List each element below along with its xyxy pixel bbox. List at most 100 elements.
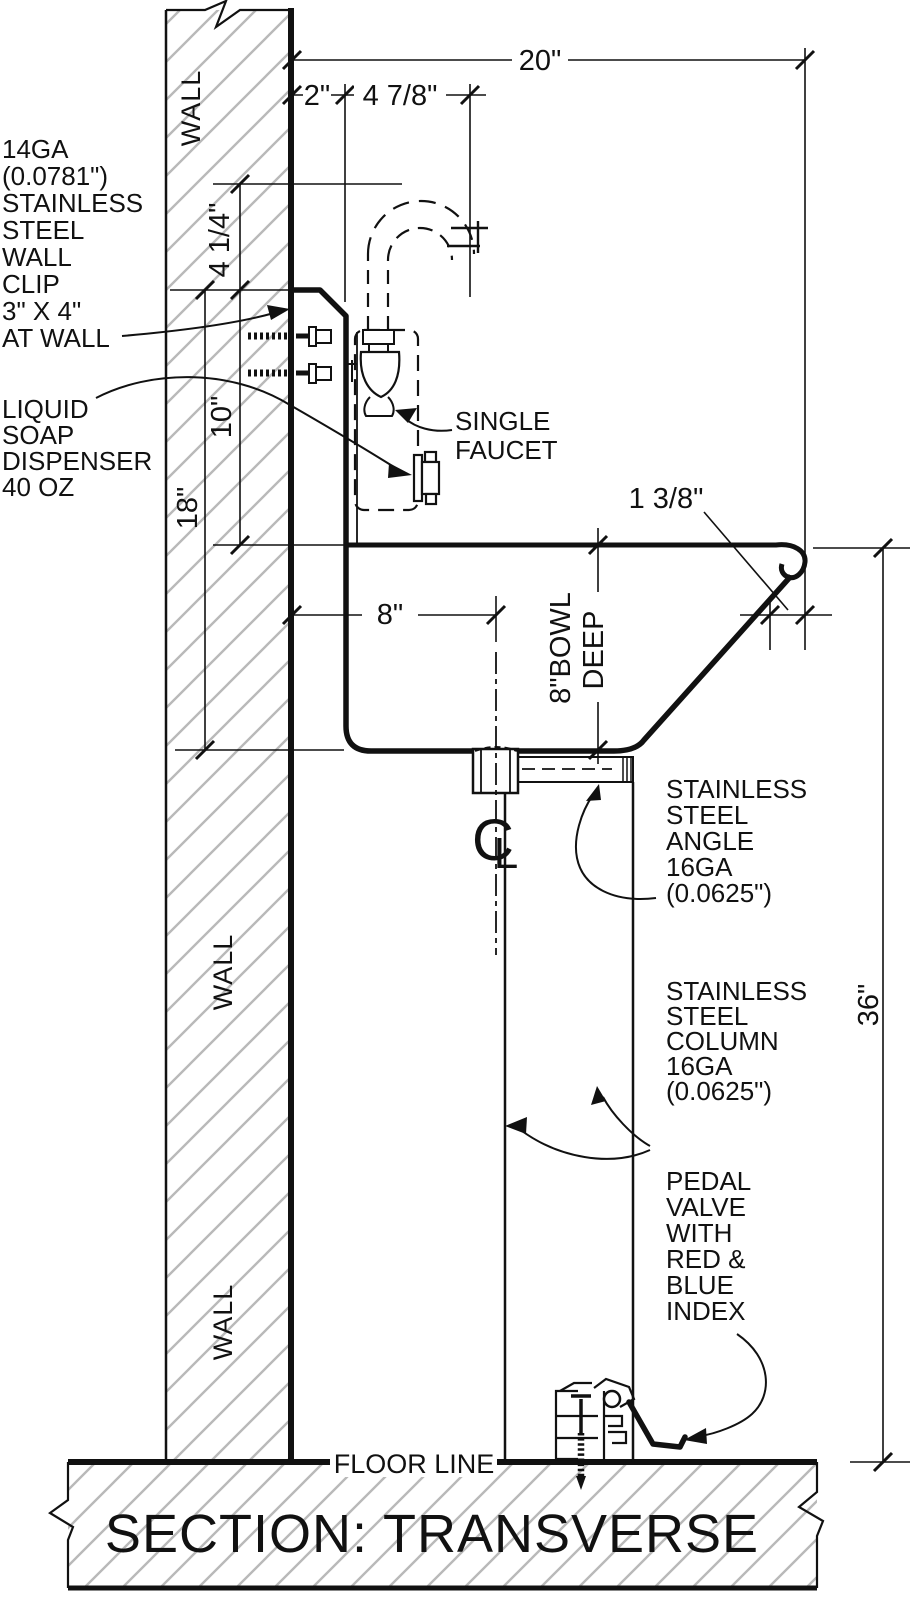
note-column-line2: STEEL — [666, 1001, 748, 1031]
note-faucet-line1: SINGLE — [455, 406, 550, 436]
note-angle-line5: (0.0625") — [666, 878, 772, 908]
dim-faucet-projection: 4 7/8" — [363, 80, 438, 112]
rim-rolled-edge — [346, 542, 808, 581]
screw-head-lower — [315, 366, 332, 381]
note-pedal-line1: PEDAL — [666, 1166, 751, 1196]
rim-roll-leader — [703, 511, 789, 611]
dimension-lines: 20" 2" 4 7/8" 4 1/4" 10" 18" 8" 8"BOWL D… — [170, 45, 910, 1473]
wall-clip-arrow — [267, 305, 290, 320]
soap-arrow — [388, 463, 412, 478]
angle-arrow — [586, 784, 601, 801]
note-wall-clip-line8: AT WALL — [2, 323, 110, 353]
dim-drain-setback: 8" — [377, 599, 403, 631]
pedal-leader — [699, 1333, 767, 1437]
wall-clip-leader — [121, 312, 275, 337]
dim-rim-roll: 1 3/8" — [629, 483, 704, 515]
faucet-envelope — [353, 328, 420, 512]
note-faucet: SINGLE FAUCET — [455, 406, 558, 465]
soap-dispenser-valve — [412, 450, 441, 506]
soap-leader — [95, 376, 395, 468]
dim-bowl-depth-1: 8"BOWL — [545, 592, 577, 704]
floor-section — [48, 1459, 825, 1591]
note-wall-clip-line4: STEEL — [2, 215, 84, 245]
note-column-line3: COLUMN — [666, 1026, 779, 1056]
faucet-shank-upper — [362, 329, 395, 345]
leader-lines — [95, 305, 767, 1444]
dim-overall-width: 20" — [519, 45, 562, 77]
faucet-base — [363, 396, 395, 417]
note-angle-line2: STEEL — [666, 800, 748, 830]
valve-pivot — [602, 1389, 622, 1409]
note-column-line5: (0.0625") — [666, 1076, 772, 1106]
note-soap-line4: 40 OZ — [2, 472, 74, 502]
wall-section — [164, 0, 294, 1462]
note-angle-line1: STAINLESS — [666, 774, 807, 804]
bowl-outline — [291, 287, 794, 754]
dim-text-mask-478 — [354, 82, 446, 108]
drawing-title: SECTION: TRANSVERSE — [105, 1504, 759, 1564]
note-pedal-line4: RED & — [666, 1244, 745, 1274]
dim-bowl-depth-2: DEEP — [578, 611, 610, 690]
note-angle: STAINLESS STEEL ANGLE 16GA (0.0625") — [666, 774, 807, 908]
note-wall-clip-line5: WALL — [2, 242, 72, 272]
note-angle-line4: 16GA — [666, 852, 733, 882]
note-wall-clip-line7: 3" X 4" — [2, 296, 81, 326]
centerline: C L — [472, 596, 518, 955]
soap-valve-body — [420, 460, 441, 496]
note-wall-clip-line2: (0.0781") — [2, 161, 108, 191]
note-pedal-valve: PEDAL VALVE WITH RED & BLUE INDEX — [666, 1166, 751, 1326]
centerline-symbol-l: L — [494, 829, 518, 878]
note-soap-line3: DISPENSER — [2, 446, 152, 476]
dim-clip-to-bowl-bottom: 18" — [172, 487, 204, 530]
faucet-arrow — [395, 408, 417, 423]
valve-bracket — [554, 1389, 578, 1461]
note-soap-dispenser: LIQUID SOAP DISPENSER 40 OZ — [2, 394, 152, 502]
dim-clip-to-rim: 10" — [206, 396, 238, 439]
note-wall-clip-line1: 14GA — [2, 134, 69, 164]
faucet-body — [359, 350, 401, 399]
screw-head-upper — [315, 329, 332, 344]
note-pedal-line5: BLUE — [666, 1270, 734, 1300]
centerline-symbol-c: C — [472, 808, 514, 873]
note-pedal-line3: WITH — [666, 1218, 732, 1248]
gooseneck-outer-arc — [366, 199, 476, 255]
note-wall-clip-line6: CLIP — [2, 269, 60, 299]
note-pedal-line6: INDEX — [666, 1296, 745, 1326]
wall-label-top: WALL — [176, 70, 206, 147]
note-column-line4: 16GA — [666, 1051, 733, 1081]
wall-clip-screws — [248, 326, 332, 384]
anchor-screw-tip — [576, 1476, 586, 1490]
screw-washer-upper — [308, 326, 317, 347]
floor-line-label: FLOOR LINE — [334, 1449, 495, 1479]
dim-clip-setback: 2" — [304, 80, 330, 112]
dim-rim-height: 36" — [853, 984, 885, 1027]
wall-label-bottom: WALL — [208, 1284, 238, 1361]
pedal-arrow — [684, 1428, 707, 1444]
note-pedal-line2: VALVE — [666, 1192, 746, 1222]
pedal-valve — [554, 1377, 688, 1490]
note-soap-line2: SOAP — [2, 420, 74, 450]
note-wall-clip-line3: STAINLESS — [2, 188, 143, 218]
faucet — [347, 199, 488, 512]
wall-label-middle: WALL — [208, 934, 238, 1011]
dim-clip-height: 4 1/4" — [204, 203, 236, 278]
floor-hatch — [68, 1462, 817, 1588]
note-column-line1: STAINLESS — [666, 976, 807, 1006]
soap-valve-plate — [412, 453, 424, 503]
note-soap-line1: LIQUID — [2, 394, 89, 424]
wall-hatch — [167, 10, 288, 1462]
dimension-ticks — [194, 49, 894, 1473]
note-column: STAINLESS STEEL COLUMN 16GA (0.0625") — [666, 976, 807, 1106]
dim-text-mask-2in — [303, 82, 331, 108]
soap-valve-cap — [424, 492, 438, 506]
screw-washer-lower — [308, 363, 317, 384]
wall-top-break — [166, 0, 289, 31]
support-column — [503, 782, 635, 1462]
faucet-handle — [347, 360, 357, 382]
column-leader-a — [602, 1096, 651, 1147]
column-leader-b — [521, 1130, 651, 1160]
column-arrow-a — [591, 1086, 606, 1105]
